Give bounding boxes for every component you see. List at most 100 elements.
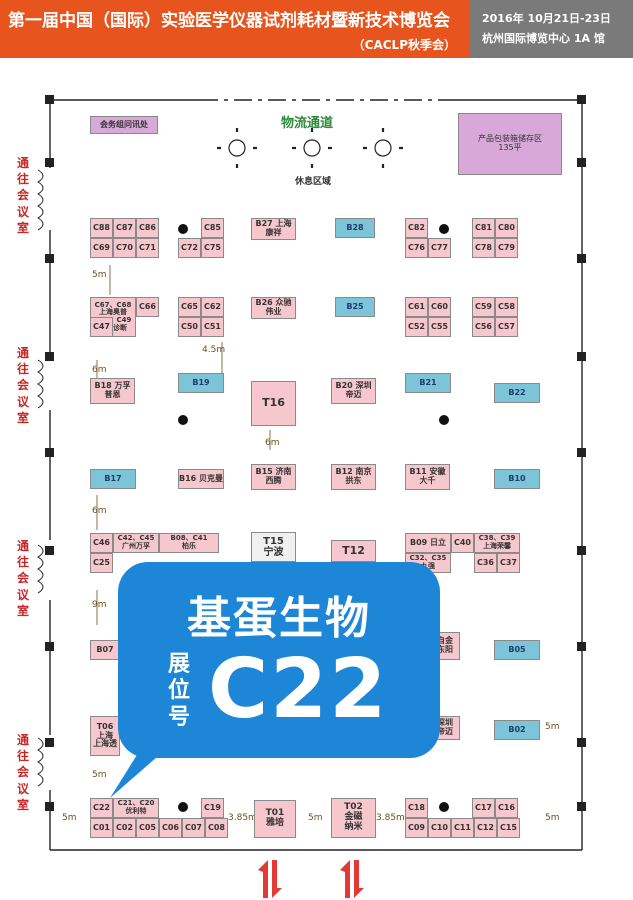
booth-c17[interactable]: C17 [472, 798, 495, 818]
booth-c57[interactable]: C57 [495, 317, 518, 337]
booth-c40[interactable]: C40 [451, 533, 474, 553]
booth-c60[interactable]: C60 [428, 297, 451, 317]
booth-t01[interactable]: T01 雅培 [254, 800, 296, 838]
booth-c87[interactable]: C87 [113, 218, 136, 238]
booth-b21[interactable]: B21 [405, 373, 451, 393]
booth-b17[interactable]: B17 [90, 469, 136, 489]
booth-c21[interactable]: C21、C20 优利特 [113, 798, 159, 818]
booth-b10[interactable]: B10 [494, 469, 540, 489]
booth-b25[interactable]: B25 [335, 297, 375, 317]
expo-venue: 杭州国际博览中心 1A 馆 [482, 32, 605, 45]
callout-booth-number: C22 [208, 642, 389, 737]
booth-b05[interactable]: B05 [494, 640, 540, 660]
booth-callout: 基蛋生物 展 位 号 C22 [118, 562, 440, 758]
booth-t12[interactable]: T12 [331, 540, 376, 562]
booth-b20[interactable]: B20 深圳 帝迈 [331, 378, 376, 404]
booth-b12[interactable]: B12 南京 拱东 [331, 464, 376, 490]
booth-c88[interactable]: C88 [90, 218, 113, 238]
booth-c06[interactable]: C06 [159, 818, 182, 838]
booth-t02[interactable]: T02 金磁 纳米 [331, 798, 376, 838]
door-symbols [37, 169, 44, 787]
booth-c36[interactable]: C36 [474, 553, 497, 573]
booth-c71[interactable]: C71 [136, 238, 159, 258]
booth-b09[interactable]: B09 日立 [405, 533, 451, 553]
booth-c58[interactable]: C58 [495, 297, 518, 317]
booth-c86[interactable]: C86 [136, 218, 159, 238]
booth-t16[interactable]: T16 [251, 381, 296, 426]
booth-b27[interactable]: B27 上海 康祥 [251, 218, 296, 240]
booth-c80[interactable]: C80 [495, 218, 518, 238]
dim-label: 9m [92, 600, 107, 610]
booth-c25[interactable]: C25 [90, 553, 113, 573]
booth-c10[interactable]: C10 [428, 818, 451, 838]
booth-c15[interactable]: C15 [497, 818, 520, 838]
booth-c50[interactable]: C50 [178, 317, 201, 337]
booth-c37[interactable]: C37 [497, 553, 520, 573]
booth-t15[interactable]: T15 宁波 [251, 532, 296, 562]
booth-b28[interactable]: B28 [335, 218, 375, 238]
booth-b02[interactable]: B02 [494, 720, 540, 740]
booth-b19[interactable]: B19 [178, 373, 224, 393]
booth-c45[interactable]: C42、C45 广州万孚 [113, 533, 159, 553]
booth-c55[interactable]: C55 [428, 317, 451, 337]
booth-b15[interactable]: B15 济南 西腾 [251, 464, 296, 490]
booth-c78[interactable]: C78 [472, 238, 495, 258]
booth-c56[interactable]: C56 [472, 317, 495, 337]
booth-c82[interactable]: C82 [405, 218, 428, 238]
booth-b16[interactable]: B16 贝克曼 [178, 469, 224, 489]
booth-c70[interactable]: C70 [113, 238, 136, 258]
booth-c12[interactable]: C12 [474, 818, 497, 838]
booth-c47[interactable]: C47 [90, 317, 113, 337]
booth-c01[interactable]: C01 [90, 818, 113, 838]
booth-c52[interactable]: C52 [405, 317, 428, 337]
booth-c65[interactable]: C65 [178, 297, 201, 317]
dim-label: 5m [62, 813, 77, 823]
booth-c16[interactable]: C16 [495, 798, 518, 818]
booth-c18[interactable]: C18 [405, 798, 428, 818]
booth-c76[interactable]: C76 [405, 238, 428, 258]
booth-c69[interactable]: C69 [90, 238, 113, 258]
booth-c07[interactable]: C07 [182, 818, 205, 838]
booth-c11[interactable]: C11 [451, 818, 474, 838]
dim-label: 5m [92, 270, 107, 280]
booth-c85[interactable]: C85 [201, 218, 224, 238]
entrance-arrows [258, 860, 364, 898]
booth-b18[interactable]: B18 万孚 普恩 [90, 378, 135, 404]
booth-c77[interactable]: C77 [428, 238, 451, 258]
booth-c75[interactable]: C75 [201, 238, 224, 258]
booth-b11[interactable]: B11 安徽 大千 [405, 464, 450, 490]
booth-t06[interactable]: T06 上海 上海透 [90, 716, 120, 756]
dim-label: 3.85m [376, 813, 405, 823]
booth-c51[interactable]: C51 [201, 317, 224, 337]
dim-label: 4.5m [202, 345, 226, 355]
booth-c61[interactable]: C61 [405, 297, 428, 317]
booth-c19[interactable]: C19 [201, 798, 224, 818]
booth-c38[interactable]: C38、C39 上海荣馨 [474, 533, 520, 553]
pillars [45, 95, 586, 811]
booth-c66[interactable]: C66 [136, 297, 159, 317]
booth-c05[interactable]: C05 [136, 818, 159, 838]
booth-b08[interactable]: B08、C41 柏乐 [159, 533, 219, 553]
booth-b07[interactable]: B07 [90, 640, 120, 660]
rest-area-label: 休息区域 [295, 177, 332, 187]
booth-c02[interactable]: C02 [113, 818, 136, 838]
expo-title: 第一届中国（国际）实验医学仪器试剂耗材暨新技术博览会 [8, 11, 450, 31]
booth-c46[interactable]: C46 [90, 533, 113, 553]
booth-c09[interactable]: C09 [405, 818, 428, 838]
booth-c59[interactable]: C59 [472, 297, 495, 317]
booth-c62[interactable]: C62 [201, 297, 224, 317]
header-info: 2016年 10月21日-23日 杭州国际博览中心 1A 馆 [470, 0, 633, 58]
dim-label: 5m [545, 813, 560, 823]
booth-b26[interactable]: B26 众驰 伟业 [251, 297, 296, 319]
booth-c22[interactable]: C22 [90, 798, 113, 818]
callout-pointer [110, 750, 165, 798]
callout-booth-label: 展 位 号 [167, 652, 190, 730]
booth-c08[interactable]: C08 [205, 818, 228, 838]
header-banner: 第一届中国（国际）实验医学仪器试剂耗材暨新技术博览会 （CACLP秋季会） [0, 0, 470, 58]
dim-label: 5m [545, 722, 560, 732]
booth-c72[interactable]: C72 [178, 238, 201, 258]
booth-c79[interactable]: C79 [495, 238, 518, 258]
booth-b22[interactable]: B22 [494, 383, 540, 403]
booth-c81[interactable]: C81 [472, 218, 495, 238]
